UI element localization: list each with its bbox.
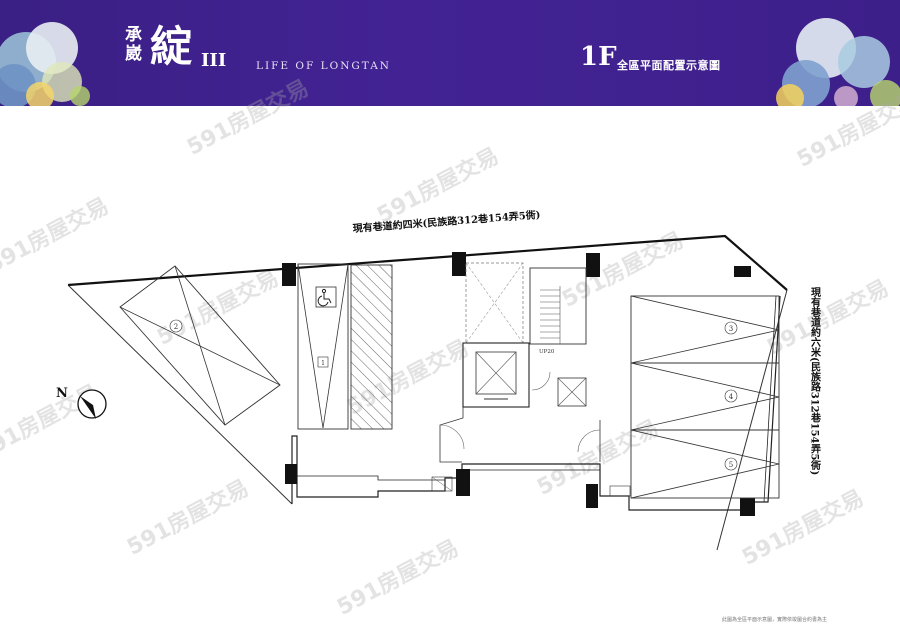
lobby bbox=[431, 371, 631, 497]
parking-space-label: 2 bbox=[174, 323, 178, 331]
void-shaft bbox=[465, 262, 524, 344]
parking-space-label: 1 bbox=[321, 360, 325, 367]
parking-space-1: 1 bbox=[297, 263, 349, 430]
column bbox=[734, 266, 751, 277]
compass-north-label: N bbox=[56, 386, 68, 401]
brand-subtitle: LIFE OF LONGTAN bbox=[256, 60, 391, 72]
road-east-boundary bbox=[716, 289, 788, 551]
parking-space-4: 4 bbox=[630, 362, 780, 431]
column bbox=[285, 464, 297, 484]
parking-space-label: 4 bbox=[729, 393, 734, 401]
compass-icon: N bbox=[56, 386, 107, 419]
elevator bbox=[462, 342, 530, 408]
floor-title: 全區平面配置示意圖 bbox=[617, 59, 721, 72]
brand-small-text: 承 崴 bbox=[125, 25, 142, 64]
ginkgo-flower-left-icon bbox=[0, 22, 90, 106]
header-banner: 承 崴 綻 III LIFE OF LONGTAN 1F 全區平面配置示意圖 bbox=[0, 0, 900, 106]
building-outer-wall-inner bbox=[297, 475, 445, 481]
site-west-boundary bbox=[67, 284, 293, 505]
stair-label: UP20 bbox=[539, 349, 555, 355]
footer-note: 此圖為全區平面示意圖，實際依竣圖合約書為主 bbox=[722, 617, 828, 623]
column bbox=[282, 263, 296, 286]
hatched-access-aisle bbox=[350, 264, 393, 430]
floor-number: 1F bbox=[580, 42, 617, 72]
brand-main-text: 綻 bbox=[150, 22, 193, 71]
parking-space-2: 2 bbox=[119, 265, 281, 426]
wheelchair-icon bbox=[317, 288, 332, 307]
brand-numeral: III bbox=[201, 50, 227, 71]
parking-space-label: 5 bbox=[729, 461, 733, 469]
road-east-label: 現有巷道約六米(民族路312巷154弄5衖) bbox=[809, 287, 822, 475]
road-north-boundary bbox=[67, 234, 788, 291]
column bbox=[586, 253, 600, 277]
column bbox=[452, 252, 466, 276]
column bbox=[586, 484, 598, 508]
column bbox=[456, 469, 470, 496]
parking-area-east bbox=[630, 295, 780, 499]
stairway: UP20 bbox=[529, 267, 587, 355]
parking-space-5: 5 bbox=[630, 429, 780, 499]
ginkgo-flower-right-icon bbox=[776, 18, 900, 106]
parking-space-label: 3 bbox=[729, 325, 733, 333]
column bbox=[740, 498, 755, 516]
road-north-label: 現有巷道約四米(民族路312巷154弄5衖) bbox=[352, 208, 541, 235]
parking-space-3: 3 bbox=[630, 295, 780, 364]
